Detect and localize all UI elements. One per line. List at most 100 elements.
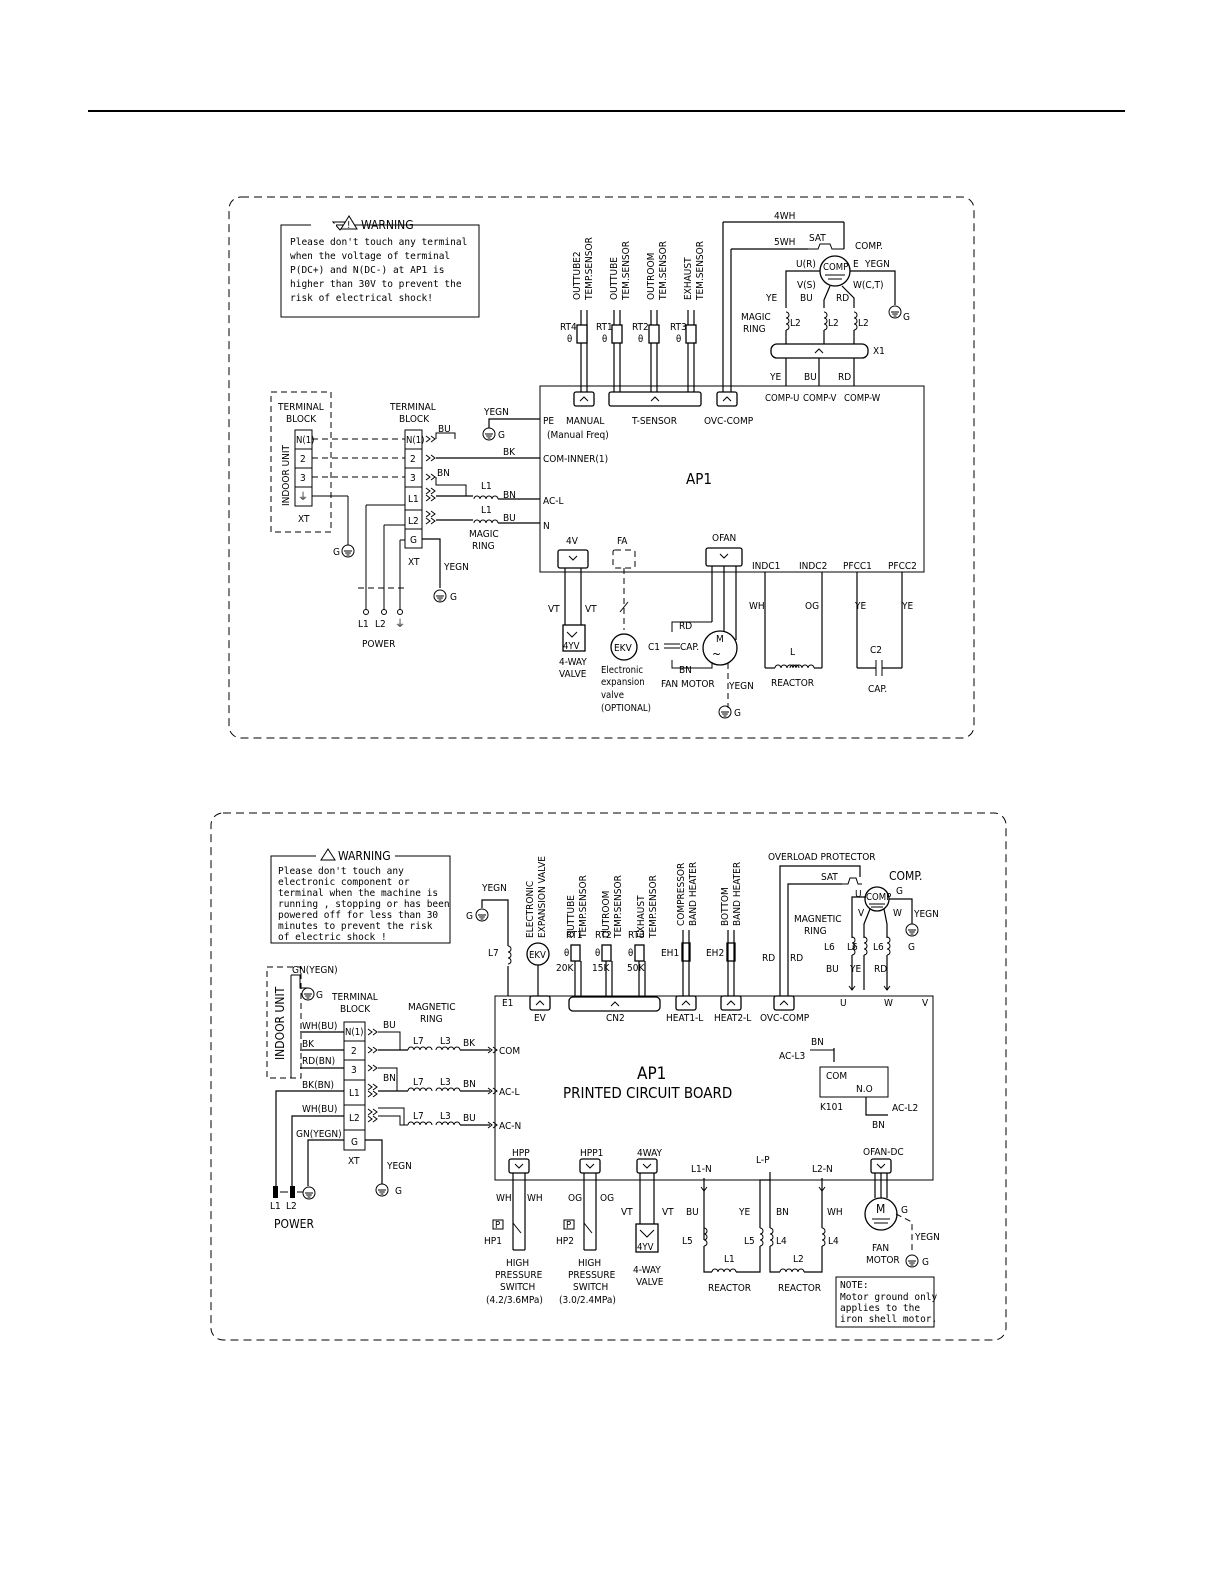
svg-text:L2-N: L2-N <box>812 1164 833 1175</box>
svg-text:SWITCH: SWITCH <box>573 1282 608 1293</box>
svg-text:G: G <box>395 1186 402 1197</box>
svg-text:2: 2 <box>300 454 306 465</box>
n-port: N <box>543 521 550 532</box>
svg-text:L1: L1 <box>270 1201 281 1212</box>
ac-n-port: AC-N <box>499 1121 521 1132</box>
svg-text:TEMP.SENSOR: TEMP.SENSOR <box>578 875 589 939</box>
high-pressure-switch-2: OG OG P HP2 HIGH PRESSURE SWITCH (3.0/2.… <box>556 1173 616 1306</box>
comp-v-port: COMP-V <box>803 393 837 404</box>
svg-text:COM: COM <box>826 1071 847 1082</box>
svg-text:BU: BU <box>826 964 839 975</box>
svg-text:BU: BU <box>463 1113 476 1124</box>
relay-k101: BN AC-L3 COM N.O K101 AC-L2 BN <box>779 1037 918 1131</box>
svg-text:G: G <box>922 1257 929 1268</box>
manual-note: (Manual Freq) <box>547 430 609 441</box>
warning-line: higher than 30V to prevent the <box>290 279 462 290</box>
svg-text:YEGN: YEGN <box>481 883 507 894</box>
com-inner-port: COM-INNER(1) <box>543 454 608 465</box>
svg-text:MOTOR: MOTOR <box>866 1255 900 1266</box>
svg-text:TEMP.SENSOR: TEMP.SENSOR <box>584 237 595 301</box>
svg-text:P: P <box>495 1220 500 1231</box>
sensor-rt2: OUTROOM TEM.SENSOR RT2 θ <box>632 241 669 392</box>
svg-text:W(C,T): W(C,T) <box>853 280 884 291</box>
svg-text:EXHAUST: EXHAUST <box>636 895 647 938</box>
svg-text:YEGN: YEGN <box>443 562 469 573</box>
svg-text:CN2: CN2 <box>606 1013 625 1024</box>
svg-text:applies to the: applies to the <box>840 1303 920 1314</box>
svg-text:OUTROOM: OUTROOM <box>646 253 657 300</box>
warning-line: P(DC+) and N(DC-) at AP1 is <box>290 265 444 276</box>
svg-text:U: U <box>840 998 847 1009</box>
svg-text:θ: θ <box>676 334 681 345</box>
svg-text:2: 2 <box>410 454 416 465</box>
svg-text:BK: BK <box>463 1038 476 1049</box>
heaters-2: COMPRESSOR BAND HEATER BOTTOM BAND HEATE… <box>661 862 751 1024</box>
svg-text:X1: X1 <box>873 346 885 357</box>
svg-text:G: G <box>896 886 903 897</box>
ap1-pcb-board <box>494 995 934 1181</box>
svg-text:HP1: HP1 <box>484 1236 502 1247</box>
note-box: NOTE: Motor ground only applies to the i… <box>835 1276 938 1328</box>
svg-text:VT: VT <box>621 1207 633 1218</box>
svg-text:L2: L2 <box>858 318 869 329</box>
warning-icon <box>320 848 336 861</box>
svg-text:Motor ground only: Motor ground only <box>840 1292 938 1303</box>
svg-text:OVC-COMP: OVC-COMP <box>760 1013 810 1024</box>
svg-text:EXHAUST: EXHAUST <box>683 257 694 300</box>
svg-text:XT: XT <box>298 514 310 525</box>
svg-text:XT: XT <box>408 557 420 568</box>
svg-text:COMP: COMP <box>823 262 848 273</box>
ac-l-port-2: AC-L <box>499 1087 520 1098</box>
svg-text:YEGN: YEGN <box>913 909 939 920</box>
svg-text:G: G <box>498 430 505 441</box>
svg-text:REACTOR: REACTOR <box>771 678 814 689</box>
diagram-2: WARNING Please don't touch any electroni… <box>210 812 1007 1341</box>
svg-text:50K: 50K <box>627 963 645 974</box>
svg-text:W: W <box>884 998 893 1009</box>
svg-text:WH: WH <box>827 1207 843 1218</box>
svg-text:COMP: COMP <box>866 892 891 903</box>
magnetic-ring-2: MAGNETIC RING L7 L3 L7 L3 L7 L3 BK BN BU <box>407 1002 498 1129</box>
ac-l-port: AC-L <box>543 496 564 507</box>
svg-text:U: U <box>855 889 862 900</box>
svg-text:L7: L7 <box>413 1036 424 1047</box>
svg-text:~: ~ <box>712 647 721 661</box>
svg-text:EKV: EKV <box>614 643 633 654</box>
svg-text:EV: EV <box>534 1013 547 1024</box>
svg-text:OUTTUBE: OUTTUBE <box>566 895 577 938</box>
svg-text:CAP.: CAP. <box>868 684 887 695</box>
warning-line: of electric shock ! <box>278 932 387 943</box>
svg-text:TEMP.SENSOR: TEMP.SENSOR <box>613 875 624 939</box>
svg-text:XT: XT <box>348 1156 360 1167</box>
svg-text:RD(BN): RD(BN) <box>302 1056 335 1067</box>
svg-text:OUTTUBE: OUTTUBE <box>609 257 620 300</box>
svg-text:HEAT2-L: HEAT2-L <box>714 1013 751 1024</box>
svg-text:5WH: 5WH <box>774 237 795 248</box>
svg-text:RING: RING <box>804 926 827 937</box>
warning-line: powered off for less than 30 <box>278 910 438 921</box>
svg-text:VALVE: VALVE <box>559 669 587 680</box>
svg-text:EXPANSION VALVE: EXPANSION VALVE <box>537 856 548 938</box>
svg-text:G: G <box>903 312 910 323</box>
svg-text:U(R): U(R) <box>796 259 816 270</box>
com-port: COM <box>499 1046 520 1057</box>
svg-text:N.O: N.O <box>856 1084 873 1095</box>
svg-text:BN: BN <box>503 490 516 501</box>
svg-text:YEGN: YEGN <box>386 1161 412 1172</box>
svg-text:FAN: FAN <box>872 1243 889 1254</box>
svg-text:θ: θ <box>564 948 569 959</box>
ovc-comp-connector: OVC-COMP <box>704 416 754 427</box>
svg-text:YE: YE <box>849 964 861 975</box>
svg-text:E: E <box>853 259 859 270</box>
svg-text:L2: L2 <box>408 516 419 527</box>
svg-text:OVERLOAD PROTECTOR: OVERLOAD PROTECTOR <box>768 852 876 863</box>
sensor-rt3: EXHAUST TEM.SENSOR RT3 θ <box>670 241 706 392</box>
svg-text:θ: θ <box>602 334 607 345</box>
svg-text:V: V <box>858 908 865 919</box>
svg-text:YE: YE <box>901 601 913 612</box>
svg-text:L6: L6 <box>824 942 835 953</box>
svg-text:4WAY: 4WAY <box>637 1148 662 1159</box>
svg-text:BLOCK: BLOCK <box>340 1004 371 1015</box>
pcb-label: PRINTED CIRCUIT BOARD <box>563 1084 732 1102</box>
svg-text:3: 3 <box>351 1065 357 1076</box>
